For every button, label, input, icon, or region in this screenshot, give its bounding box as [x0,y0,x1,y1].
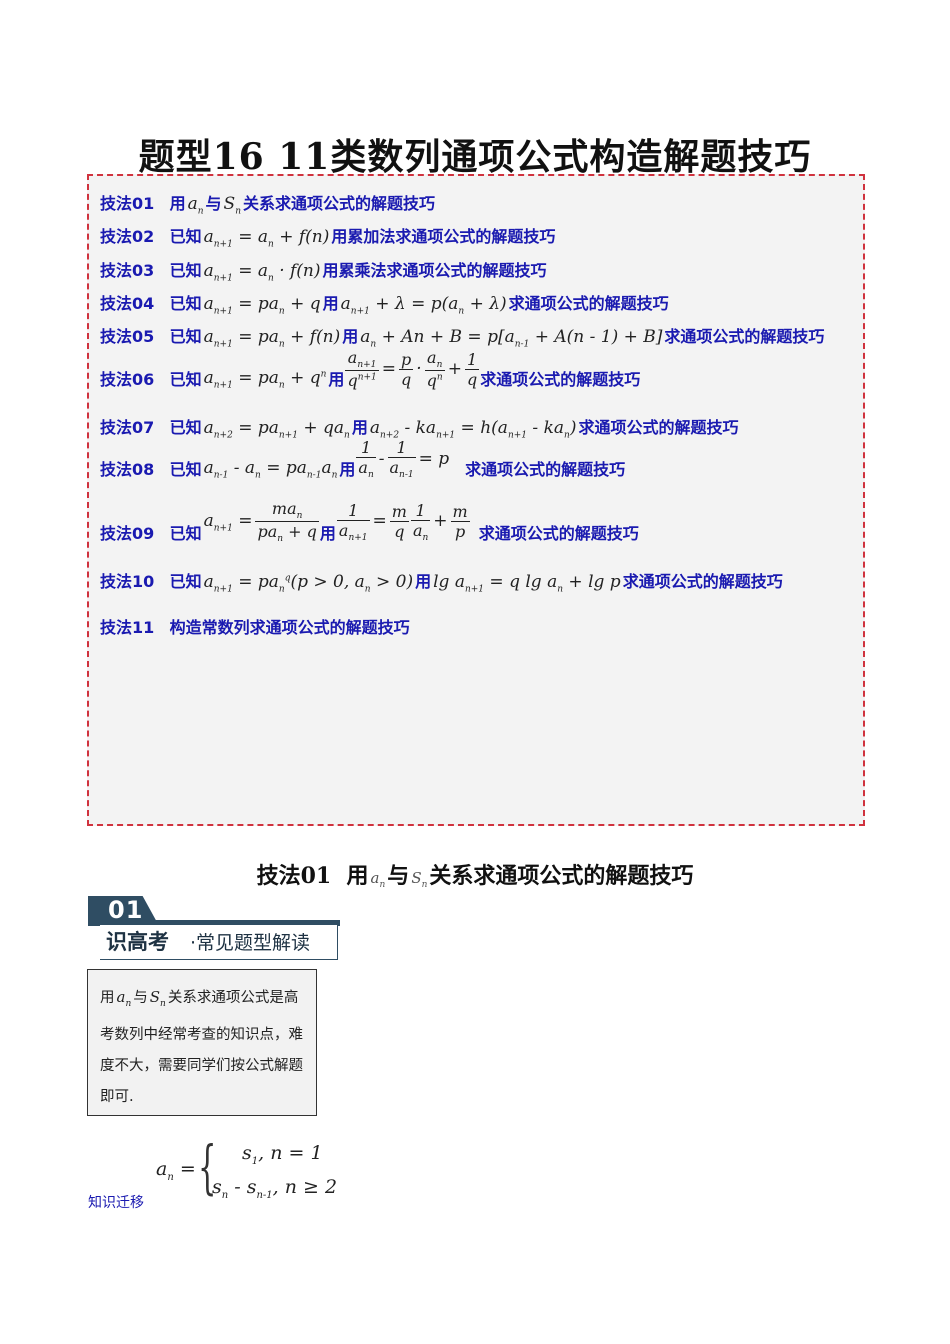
formula-05b: an + An + B = p[an-1 + A(n - 1) + B] [360,327,663,350]
formula-04a: an+1 = pan + q [203,294,321,317]
formula-an: an [116,988,132,1009]
formula-10b: lg an+1 = q lg an + lg p [433,572,621,595]
formula-an: an [187,194,204,217]
formula-sn: Sn [149,988,166,1009]
formula-sn: Sn [223,194,241,217]
badge-label-bold: 识高考 [106,930,169,954]
formula-07a: an+2 = pan+1 + qan [203,418,350,441]
formula-02: an+1 = an + f(n) [203,227,330,250]
formula-03: an+1 = an · f(n) [203,261,321,284]
formula-05a: an+1 = pan + f(n) [203,327,341,350]
formula-09a: an+1 = [203,511,253,534]
toc-item-11[interactable]: 技法11 构造常数列求通项公式的解题技巧 [100,618,410,637]
section-badge: 01 识高考 ·常见题型解读 [88,896,340,964]
formula-sn: Sn [411,869,428,890]
formula-06a: an+1 = pan + qn [203,367,327,391]
formula-an: an [370,869,386,890]
formula-07b: an+2 - kan+1 = h(an+1 - kan) [369,418,577,441]
knowledge-transfer-label: 知识迁移 [88,1195,144,1211]
formula-08a: an-1 - an = pan-1an [203,457,338,481]
formula-04b: an+1 + λ = p(an + λ) [340,294,507,317]
page-title: 题型16 11类数列通项公式构造解题技巧 [138,136,812,178]
toc-label: 技法01 [100,194,155,213]
badge-number: 01 [108,896,144,924]
badge-label-rest: ·常见题型解读 [190,932,311,954]
formula-10a: an+1 = panq(p > 0, an > 0) [203,572,414,595]
